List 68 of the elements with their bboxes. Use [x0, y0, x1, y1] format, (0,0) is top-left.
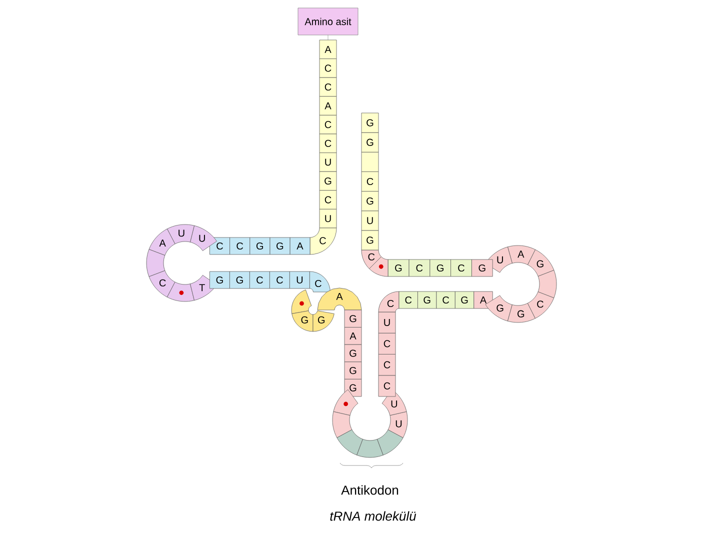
nucleotide-letter: G: [276, 242, 284, 250]
nucleotide-letter: C: [324, 140, 332, 147]
nucleotide-letter: C: [366, 178, 374, 186]
nucleotide-letter: A: [159, 240, 166, 247]
nucleotide-letter: G: [318, 316, 325, 324]
nucleotide-letter: G: [496, 304, 504, 312]
nucleotide-letter: C: [387, 300, 394, 308]
nucleotide-letter: G: [366, 138, 374, 146]
nucleotide-letter: A: [296, 242, 304, 250]
nucleotide-letter: A: [350, 332, 356, 340]
nucleotide-letter: G: [366, 236, 374, 244]
nucleotide-letter: U: [497, 256, 503, 264]
nucleotide-letter: U: [325, 158, 331, 166]
nucleotide-letter: U: [391, 400, 398, 408]
nucleotide-letter: C: [442, 296, 450, 304]
caption: tRNA molekülü: [330, 511, 416, 521]
label-box: Amino asit: [298, 8, 358, 36]
nucleotide-letter: U: [296, 276, 303, 284]
nucleotide-letter: A: [324, 102, 332, 110]
nucleotide-letter: G: [256, 242, 263, 250]
nucleotide-letter: G: [350, 384, 356, 392]
nucleotide-letter: G: [350, 315, 356, 322]
nucleotide-letter: C: [315, 280, 322, 288]
nucleotide-letter: G: [424, 296, 430, 304]
nucleotide-letter: C: [537, 300, 544, 308]
nucleotide-letter: G: [350, 350, 356, 357]
anticodon-label: Antikodon: [341, 485, 398, 495]
nucleotide-letter: C: [216, 242, 223, 250]
nucleotide-letter: U: [384, 319, 390, 326]
nucleotide-letter: C: [458, 264, 464, 272]
nucleotide-letter: C: [256, 276, 263, 284]
nucleotide-letter: C: [236, 242, 244, 250]
nucleotide-letter: G: [461, 296, 468, 304]
nucleotide-letter: G: [395, 264, 402, 272]
nucleotide-letter: T: [199, 284, 205, 292]
nucleotide-letter: U: [396, 420, 402, 428]
nucleotide-letter: G: [301, 316, 308, 324]
nucleotide-letter: G: [324, 177, 332, 185]
nucleotide-letter: C: [368, 253, 375, 260]
nucleotide-letter: A: [324, 46, 332, 53]
nucleotide-letter: U: [367, 217, 373, 224]
nucleotide-letter: C: [405, 296, 412, 304]
nucleotide-letter: C: [324, 64, 332, 72]
nucleotide-letter: G: [536, 260, 544, 268]
nucleotide-letter: G: [350, 367, 356, 374]
nucleotide-letter: G: [236, 276, 243, 284]
nucleotide-letter: C: [324, 196, 332, 204]
nucleotide-letter: A: [480, 296, 487, 304]
nucleotide-letter: U: [325, 215, 331, 222]
nucleotide-letter: C: [324, 83, 332, 91]
nucleotide-letter: C: [416, 264, 423, 272]
nucleotide-letter: C: [276, 276, 283, 284]
nucleotide-letter: G: [366, 119, 374, 126]
nucleotide-letter: G: [518, 310, 524, 318]
nucleotide-letter: G: [366, 198, 374, 205]
nucleotide-letter: C: [324, 121, 332, 128]
nucleotide-letter: C: [384, 361, 390, 368]
nucleotide-letter: C: [159, 279, 166, 286]
nucleotide-letter: G: [478, 264, 486, 272]
nucleotide-letter: A: [518, 250, 524, 258]
nucleotide-letter: G: [436, 264, 444, 272]
nucleotide-letter: C: [320, 237, 326, 244]
nucleotide-letter: A: [336, 293, 343, 300]
nucleotide-letter: U: [178, 230, 184, 237]
nucleotide-letter: C: [384, 340, 390, 348]
nucleotide-letter: G: [216, 276, 223, 284]
nucleotide-letter: U: [199, 234, 205, 242]
nucleotide-letter: C: [384, 382, 390, 390]
